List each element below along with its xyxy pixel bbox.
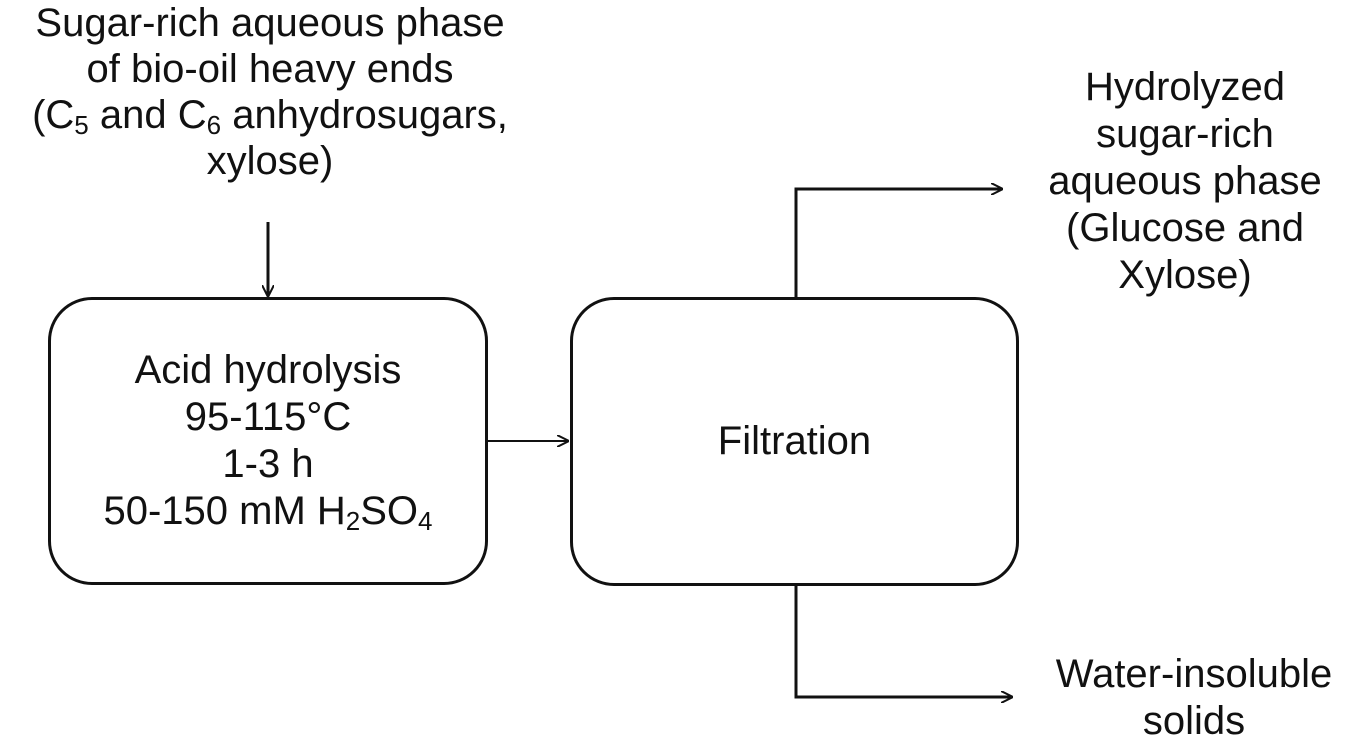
h2-subscript: 2: [345, 506, 361, 536]
liquid-line-3: aqueous phase: [1048, 159, 1322, 203]
acid-hydrolysis-box: Acid hydrolysis 95-115°C 1-3 h 50-150 mM…: [48, 297, 488, 585]
solids-line-1: Water-insoluble: [1055, 652, 1333, 696]
hydrolysis-time: 1-3 h: [222, 442, 314, 486]
liquid-output-label: Hydrolyzed sugar-rich aqueous phase (Glu…: [1030, 64, 1340, 299]
filtration-box: Filtration: [570, 297, 1019, 586]
hydrolysis-title: Acid hydrolysis: [134, 348, 402, 392]
input-line-1: Sugar-rich aqueous phase: [35, 1, 505, 45]
input-line-3: (C5 and C6 anhydrosugars,: [0, 92, 540, 138]
input-line-3-post: anhydrosugars,: [221, 93, 508, 137]
arrow-filtration-to-solids: [794, 586, 1012, 697]
arrow-filtration-to-liquid: [794, 189, 1002, 297]
solids-output-label: Water-insoluble solids: [1030, 651, 1358, 745]
liquid-line-5: Xylose): [1118, 253, 1252, 297]
hydrolysis-acid-mid: SO: [360, 489, 419, 533]
o4-subscript: 4: [418, 506, 433, 536]
input-stream-label: Sugar-rich aqueous phase of bio-oil heav…: [0, 0, 540, 184]
input-c5-subscript: 5: [74, 110, 89, 140]
solids-line-2: solids: [1142, 699, 1246, 743]
liquid-line-4: (Glucose and: [1066, 206, 1304, 250]
hydrolysis-temperature: 95-115°C: [184, 395, 352, 439]
input-line-4: xylose): [206, 139, 334, 183]
liquid-line-2: sugar-rich: [1096, 112, 1274, 156]
input-c6-subscript: 6: [206, 110, 222, 140]
filtration-title: Filtration: [717, 419, 872, 463]
hydrolysis-acid-pre: 50-150 mM H: [103, 489, 346, 533]
input-line-2: of bio-oil heavy ends: [86, 47, 454, 91]
hydrolysis-acid: 50-150 mM H2SO4: [103, 488, 432, 535]
input-line-3-mid: and C: [88, 93, 207, 137]
liquid-line-1: Hydrolyzed: [1084, 65, 1286, 109]
input-line-3-pre: (C: [32, 93, 75, 137]
